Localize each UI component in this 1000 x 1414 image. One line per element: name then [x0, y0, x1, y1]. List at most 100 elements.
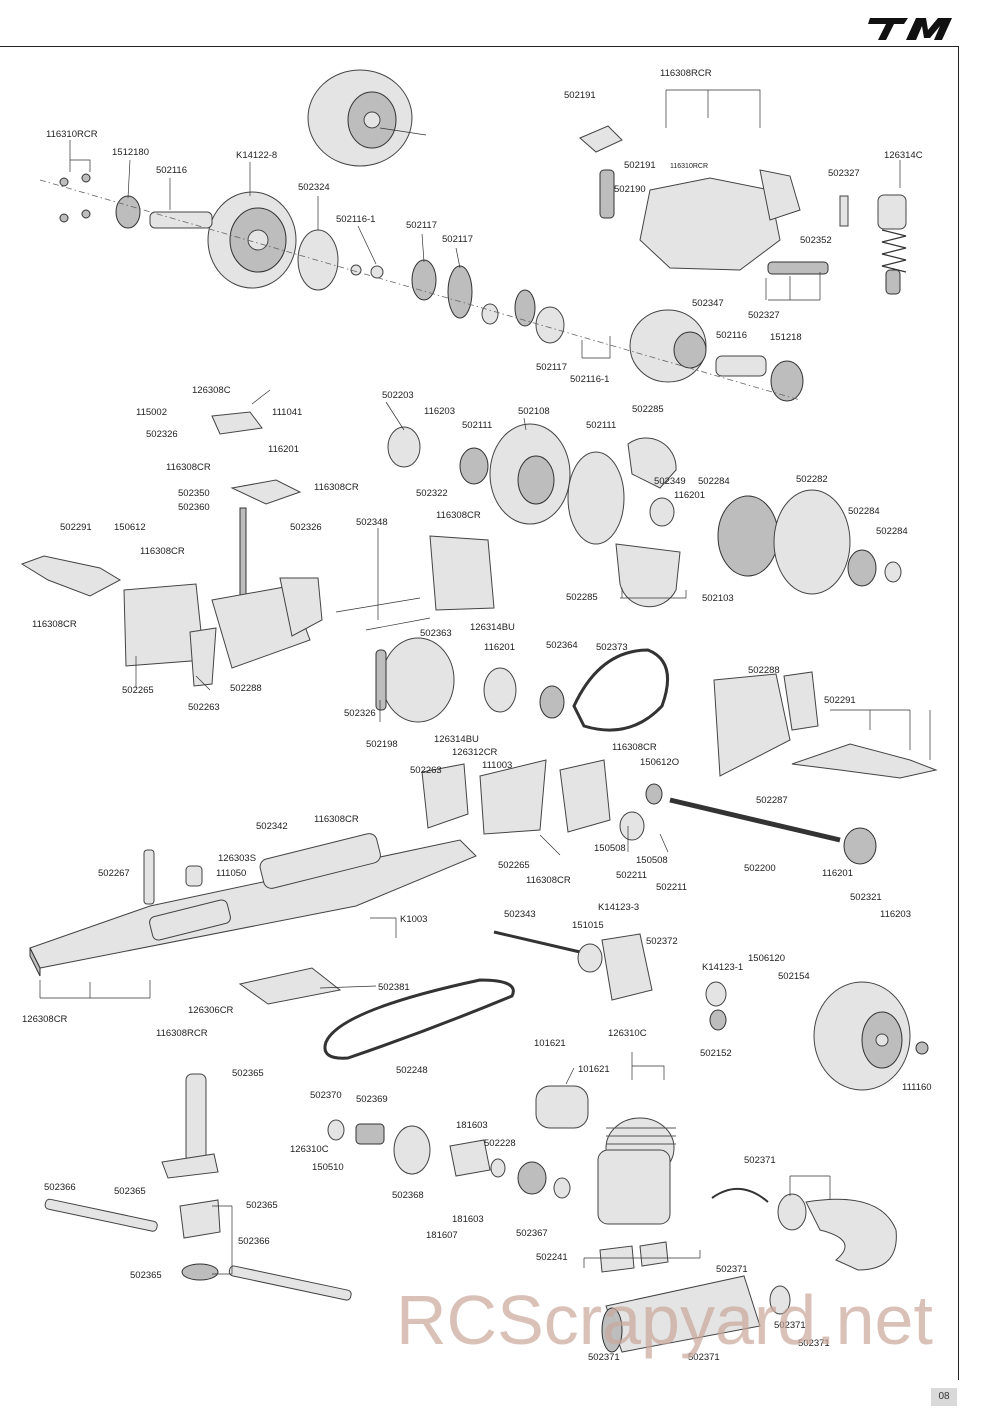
part-label: 126310C	[608, 1028, 647, 1039]
clutch-bell-icon	[387, 423, 677, 545]
diff-case-icon	[629, 309, 804, 402]
part-label: 150508	[594, 843, 626, 854]
layshaft-icon	[619, 783, 877, 865]
part-label: 502373	[596, 642, 628, 653]
part-label: 150612O	[640, 757, 679, 768]
part-label: 116203	[880, 909, 911, 920]
part-label: 116308CR	[436, 510, 481, 521]
part-label: 502265	[122, 685, 154, 696]
part-label: 502117	[536, 362, 567, 373]
part-label: 502108	[518, 406, 550, 417]
part-label: 502203	[382, 390, 414, 401]
part-label: 111003	[482, 760, 512, 771]
part-label: 502228	[484, 1138, 516, 1149]
part-label: 502241	[536, 1252, 568, 1263]
fuel-tank-base-icon	[238, 967, 342, 1005]
part-label: 502326	[146, 429, 178, 440]
part-label: 502287	[756, 795, 788, 806]
part-label: 126314BU	[434, 734, 479, 745]
part-label: 502369	[356, 1094, 388, 1105]
rear-wheel-icon	[307, 69, 427, 167]
part-label: 116308CR	[166, 462, 211, 473]
part-label: 116308CR	[314, 482, 359, 493]
diff-gasket-icon	[297, 229, 384, 291]
muffler-icon	[599, 1241, 791, 1353]
part-label: 150612	[114, 522, 146, 533]
part-label: 116308RCR	[156, 1028, 208, 1039]
part-label: 502322	[416, 488, 448, 499]
part-label: 502198	[366, 739, 398, 750]
part-label: 502366	[44, 1182, 76, 1193]
part-label: 502365	[114, 1186, 146, 1197]
part-label: 181603	[456, 1120, 488, 1131]
rear-shock-icon	[767, 194, 907, 295]
part-label: 116308CR	[32, 619, 77, 630]
part-label: 502370	[310, 1090, 342, 1101]
part-label: 116201	[268, 444, 299, 455]
two-speed-gear-icon	[615, 489, 902, 608]
part-label: 116201	[822, 868, 853, 879]
part-label: 502343	[504, 909, 536, 920]
part-label: 126310C	[290, 1144, 329, 1155]
front-bulkhead-icon	[713, 671, 819, 777]
watermark: RCScrapyard.net	[396, 1281, 933, 1359]
page-frame	[0, 46, 959, 1380]
part-label: 502200	[744, 863, 776, 874]
part-label: 502154	[778, 971, 810, 982]
part-label: 502191	[564, 90, 596, 101]
part-label: 111050	[216, 868, 246, 879]
part-label: 502368	[392, 1190, 424, 1201]
part-label: 1506120	[748, 953, 785, 964]
part-label: 502103	[702, 593, 734, 604]
rear-bulkhead-icon	[123, 577, 323, 687]
part-label: 502324	[298, 182, 330, 193]
part-label: 502265	[498, 860, 530, 871]
part-label: 502190	[614, 184, 646, 195]
part-label: 126312CR	[452, 747, 498, 758]
outdrive-shaft-icon	[59, 173, 213, 229]
exhaust-manifold-icon	[711, 1187, 897, 1271]
part-label: 502365	[246, 1200, 278, 1211]
part-label: K1003	[400, 914, 427, 925]
bellcrank-icon	[211, 411, 302, 599]
part-label: 116308RCR	[660, 68, 712, 79]
leader-lines	[39, 89, 931, 1275]
part-label: 502363	[420, 628, 452, 639]
part-label: 502352	[800, 235, 832, 246]
engine-icon	[597, 1117, 676, 1225]
part-label: 502342	[256, 821, 288, 832]
part-label: K14122-8	[236, 150, 277, 161]
part-label: 502288	[748, 665, 780, 676]
part-label: 502350	[178, 488, 210, 499]
part-label: 150508	[636, 855, 668, 866]
part-label: 502263	[188, 702, 220, 713]
part-label: 502116-1	[336, 214, 375, 225]
part-label: 151218	[770, 332, 802, 343]
part-label: 502152	[700, 1048, 732, 1059]
part-label: 502364	[546, 640, 578, 651]
diff-gears-icon	[411, 259, 565, 344]
part-label: 116201	[484, 642, 515, 653]
part-label: 502360	[178, 502, 210, 513]
part-label: 502321	[850, 892, 882, 903]
part-label: 116310RCR	[670, 163, 708, 170]
part-label: 126314BU	[470, 622, 515, 633]
belt-icon	[572, 648, 670, 732]
part-label: 126308CR	[22, 1014, 68, 1025]
part-label: 502371	[716, 1264, 748, 1275]
part-label: 502191	[624, 160, 656, 171]
part-label: 116203	[424, 406, 455, 417]
part-label: 502288	[230, 683, 262, 694]
part-label: 502366	[238, 1236, 270, 1247]
part-label: 502348	[356, 517, 388, 528]
part-label: 116308CR	[314, 814, 359, 825]
part-label: 181607	[426, 1230, 458, 1241]
part-label: 116201	[674, 490, 705, 501]
part-label: 502326	[344, 708, 376, 719]
part-label: 502284	[848, 506, 880, 517]
rear-diff-pulley-icon	[207, 191, 297, 289]
part-label: 502347	[692, 298, 724, 309]
part-label: 150510	[312, 1162, 344, 1173]
